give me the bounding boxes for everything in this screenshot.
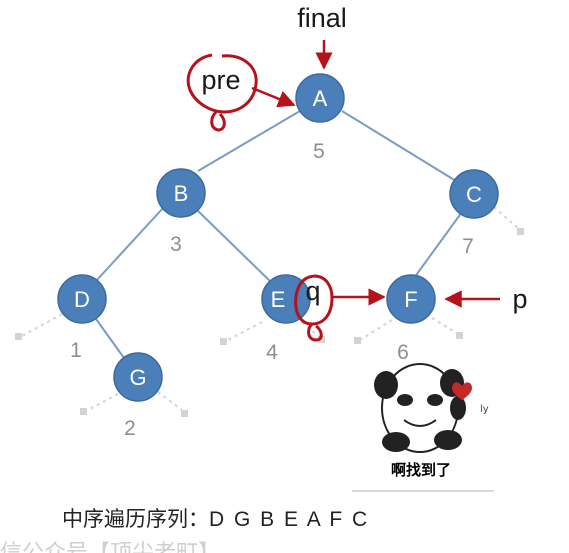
node-C: C xyxy=(449,169,499,219)
node-label-A: A xyxy=(313,86,328,111)
node-B: B xyxy=(156,168,206,218)
node-label-C: C xyxy=(466,182,482,207)
tree-edges xyxy=(95,110,463,359)
edge-C-F xyxy=(413,211,463,279)
null-edges xyxy=(15,206,524,417)
inorder-sequence: D G B E A F C xyxy=(209,508,369,531)
meme-caption: 啊找到了 xyxy=(391,461,451,479)
order-number-E: 4 xyxy=(266,341,278,364)
panda-meme-icon: ly xyxy=(374,363,489,453)
p-label: p xyxy=(512,284,527,314)
svg-text:ly: ly xyxy=(480,404,489,415)
order-number-A: 5 xyxy=(313,140,325,163)
node-label-D: D xyxy=(74,287,90,312)
node-F: F xyxy=(386,274,436,324)
edge-A-C xyxy=(341,110,457,182)
node-label-E: E xyxy=(271,287,286,312)
order-number-F: 6 xyxy=(397,341,409,364)
pre-circle xyxy=(186,53,258,132)
edge-D-G xyxy=(95,318,125,359)
inorder-label: 中序遍历序列： xyxy=(62,507,209,531)
node-A: A xyxy=(295,73,345,123)
q-circle xyxy=(294,274,334,342)
order-number-C: 7 xyxy=(462,235,474,258)
node-G: G xyxy=(113,352,163,402)
final-label: final xyxy=(297,3,347,33)
edge-A-B xyxy=(197,110,301,172)
edge-B-E xyxy=(195,208,273,284)
pre-label: pre xyxy=(201,65,240,95)
watermark-text: 信公众号【顶尖老町】 xyxy=(0,541,220,553)
order-number-G: 2 xyxy=(124,417,136,440)
order-number-B: 3 xyxy=(170,233,182,256)
node-D: D xyxy=(57,274,107,324)
node-label-F: F xyxy=(404,287,417,312)
inorder-numbers: 5 3 7 1 4 6 2 xyxy=(70,140,474,440)
order-number-D: 1 xyxy=(70,339,82,362)
pre-arrow xyxy=(251,86,296,108)
node-label-G: G xyxy=(129,365,146,390)
annotations: final pre q p xyxy=(186,3,528,342)
inorder-caption: 中序遍历序列：D G B E A F C xyxy=(62,507,369,531)
q-label: q xyxy=(305,276,320,306)
edge-B-D xyxy=(95,206,165,282)
node-label-B: B xyxy=(174,181,189,206)
